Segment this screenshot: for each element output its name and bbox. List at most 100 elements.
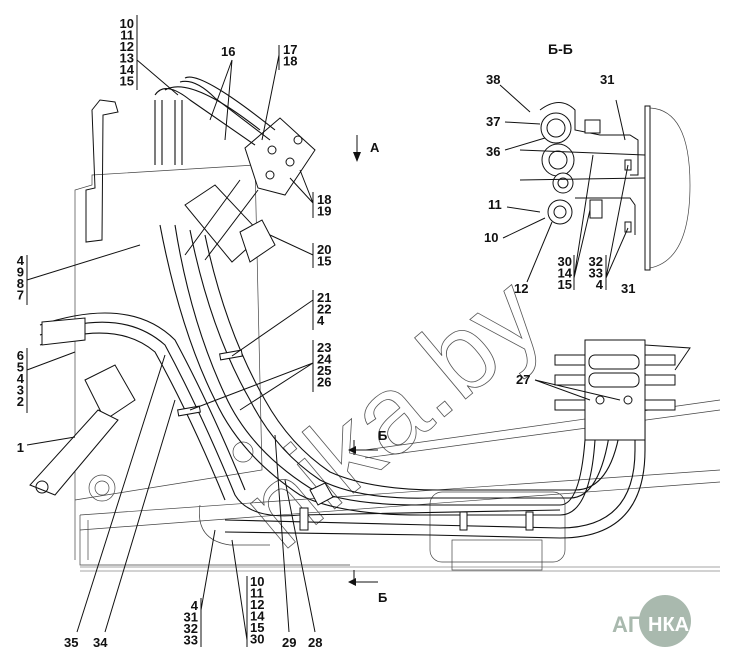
callout-bb-10: 10 bbox=[484, 230, 498, 245]
svg-text:НКА: НКА bbox=[648, 614, 689, 636]
callout-number: 26 bbox=[317, 375, 331, 390]
callout-number: 16 bbox=[221, 44, 235, 59]
svg-text:Б: Б bbox=[378, 428, 387, 443]
agronka-logo: АГРО НКА bbox=[612, 595, 691, 647]
callout-number: 15 bbox=[558, 277, 572, 292]
callout-number: 11 bbox=[120, 28, 134, 43]
callout-item-27: 27 bbox=[516, 372, 530, 387]
callout-number: 19 bbox=[317, 204, 331, 219]
callout-number: 8 bbox=[17, 276, 24, 291]
callout-number: 32 bbox=[184, 621, 198, 636]
callout-number: 22 bbox=[317, 302, 331, 317]
callout-bb-31-bottom: 31 bbox=[621, 281, 635, 296]
callout-number: 27 bbox=[516, 372, 530, 387]
valve-block-top bbox=[184, 117, 316, 263]
callout-number: 12 bbox=[514, 281, 528, 296]
callout-number: 4 bbox=[596, 277, 604, 292]
callout-bb-31-top: 31 bbox=[600, 72, 614, 87]
callout-number: 14 bbox=[120, 62, 135, 77]
callout-number: 15 bbox=[250, 620, 264, 635]
svg-text:А: А bbox=[370, 140, 380, 155]
callout-number: 10 bbox=[120, 16, 134, 31]
callout-number: 2 bbox=[17, 394, 24, 409]
callout-bb-37: 37 bbox=[486, 114, 500, 129]
callout-number: 4 bbox=[191, 598, 199, 613]
callout-number: 30 bbox=[250, 632, 264, 647]
callout-number: 29 bbox=[282, 635, 296, 650]
callout-number: 24 bbox=[317, 352, 332, 367]
callout-number: 31 bbox=[184, 610, 198, 625]
control-valve-right bbox=[554, 339, 691, 441]
section-bb-view bbox=[519, 102, 691, 271]
callout-number: 23 bbox=[317, 340, 331, 355]
callout-item-1: 1 bbox=[17, 440, 24, 455]
callout-number: 30 bbox=[558, 254, 572, 269]
callout-number: 7 bbox=[17, 288, 24, 303]
leader-lines bbox=[26, 15, 629, 647]
callout-number: 5 bbox=[17, 360, 24, 375]
callout-hoses-16: 16 bbox=[221, 44, 235, 59]
callout-item-29: 29 bbox=[282, 635, 296, 650]
callout-number: 4 bbox=[317, 313, 325, 328]
callout-number: 15 bbox=[317, 254, 331, 269]
callout-item-28: 28 bbox=[308, 635, 322, 650]
callout-number: 10 bbox=[250, 574, 264, 589]
section-title: Б-Б bbox=[548, 41, 573, 57]
callout-number: 13 bbox=[120, 51, 134, 66]
section-arrow-top: Б bbox=[348, 428, 387, 455]
callout-number: 17 bbox=[283, 42, 297, 57]
callout-number: 12 bbox=[250, 597, 264, 612]
callout-number: 31 bbox=[621, 281, 635, 296]
callout-number: 33 bbox=[589, 266, 603, 281]
view-arrow-a: А bbox=[353, 135, 380, 162]
callout-item-35: 35 bbox=[64, 635, 78, 650]
callout-number: 25 bbox=[317, 363, 331, 378]
callout-number: 1 bbox=[17, 440, 24, 455]
callout-item-34: 34 bbox=[93, 635, 108, 650]
callout-bb-12: 12 bbox=[514, 281, 528, 296]
callout-number: 32 bbox=[589, 254, 603, 269]
callout-number: 6 bbox=[17, 348, 24, 363]
callout-number: 15 bbox=[120, 74, 134, 89]
callout-bb-11: 11 bbox=[488, 197, 502, 212]
callout-number: 34 bbox=[93, 635, 108, 650]
callout-number: 37 bbox=[486, 114, 500, 129]
callout-number: 14 bbox=[558, 266, 573, 281]
callout-bb-38: 38 bbox=[486, 72, 500, 87]
callout-number: 33 bbox=[184, 633, 198, 648]
hoses bbox=[39, 76, 646, 539]
svg-text:Б: Б bbox=[378, 590, 387, 605]
callout-number: 31 bbox=[600, 72, 614, 87]
callout-number: 20 bbox=[317, 242, 331, 257]
machine-frame bbox=[74, 99, 721, 572]
callout-number: 11 bbox=[250, 586, 264, 601]
callout-number: 35 bbox=[64, 635, 78, 650]
callout-number: 4 bbox=[17, 253, 25, 268]
callout-number: 38 bbox=[486, 72, 500, 87]
section-arrow-bottom: Б bbox=[348, 570, 387, 605]
callout-number: 21 bbox=[317, 290, 331, 305]
callout-number: 18 bbox=[283, 54, 297, 69]
callout-number: 4 bbox=[17, 371, 25, 386]
cylinder-1 bbox=[29, 317, 136, 496]
callout-number: 36 bbox=[486, 144, 500, 159]
callout-number: 3 bbox=[17, 383, 24, 398]
callout-bb-36: 36 bbox=[486, 144, 500, 159]
callout-number: 14 bbox=[250, 609, 265, 624]
callout-number: 9 bbox=[17, 265, 24, 280]
svg-text:АГРО: АГРО bbox=[612, 612, 672, 637]
callout-number: 10 bbox=[484, 230, 498, 245]
